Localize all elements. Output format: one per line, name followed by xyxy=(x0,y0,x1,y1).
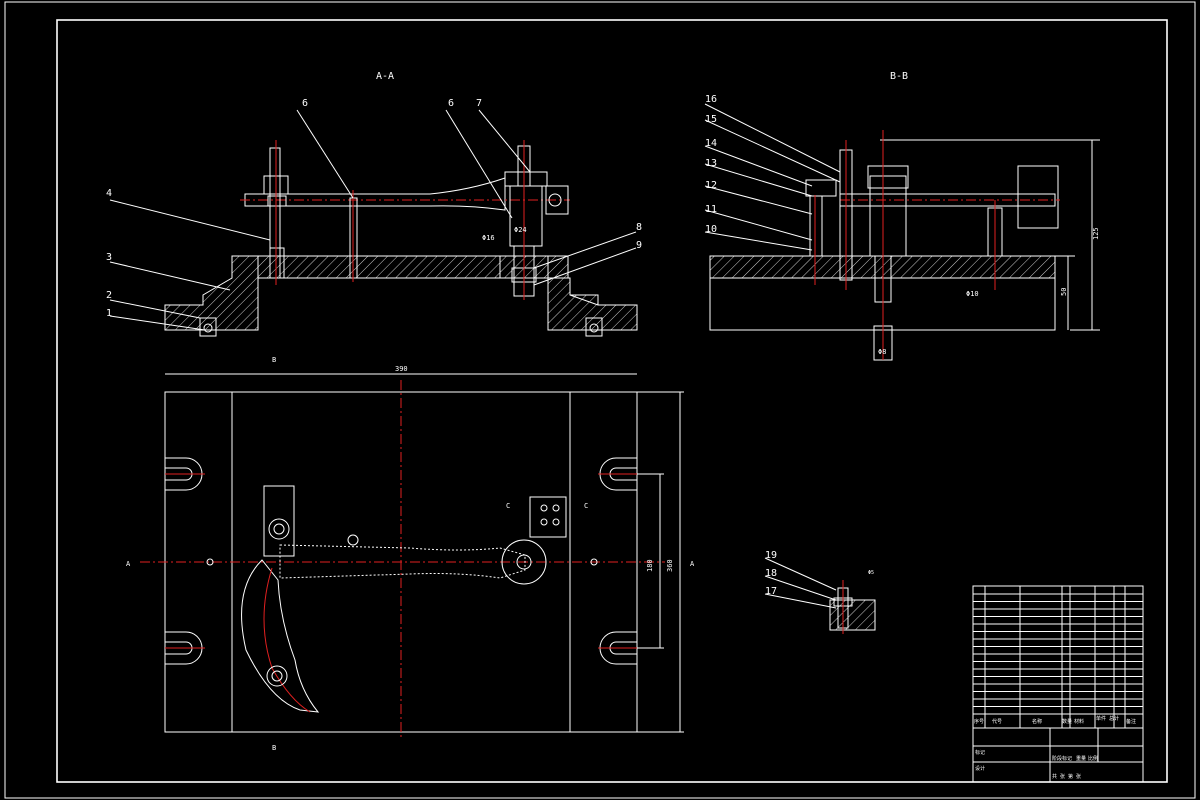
outer-border xyxy=(4,1,1196,799)
view-marker-c-left: C xyxy=(506,502,510,510)
dim-fit-bb1: Φ10 xyxy=(966,290,979,298)
tb-col-no: 序号 xyxy=(974,718,984,725)
dim-fit-bb2: Φ8 xyxy=(878,348,886,356)
section-bb-view: B-B 125 50 Φ10 Φ8 16 15 xyxy=(704,71,1100,361)
tb-row-mark: 标记 xyxy=(975,749,985,756)
callout-3: 3 xyxy=(106,252,112,263)
view-marker-a-right: A xyxy=(690,560,695,568)
dim-fit-aa1: Φ16 xyxy=(482,234,495,242)
callout-11: 11 xyxy=(705,204,717,215)
callout-15: 15 xyxy=(705,114,717,125)
tb-col-name: 名称 xyxy=(1032,718,1042,725)
callout-13: 13 xyxy=(705,158,717,169)
section-aa-view: A-A Φ16 Φ24 xyxy=(106,71,642,337)
view-marker-a-left: A xyxy=(126,560,131,568)
section-bb-title: B-B xyxy=(890,71,908,82)
tb-row-design: 设计 xyxy=(975,765,985,772)
tb-scale: 比例 xyxy=(1088,755,1098,762)
callout-8: 8 xyxy=(636,222,642,233)
title-block: 序号 代号 名称 数量 材料 单件 总计 备注 标记 设计 阶段标记 重量 比例… xyxy=(972,585,1144,783)
view-marker-b-bottom: B xyxy=(272,744,276,752)
dim-fit-aa2: Φ24 xyxy=(514,226,527,234)
view-marker-c-right: C xyxy=(584,502,588,510)
tb-col-mat: 材料 xyxy=(1074,718,1084,725)
callout-14: 14 xyxy=(705,138,717,149)
tb-stage: 阶段标记 xyxy=(1052,755,1072,762)
dim-bb-total: 125 xyxy=(1092,227,1100,240)
callout-6a: 6 xyxy=(302,98,308,109)
detail-view: 19 18 17 Φ5 xyxy=(764,550,876,634)
plan-view: 390 180 360 A A B B C C xyxy=(126,356,695,752)
callout-18: 18 xyxy=(765,568,777,579)
callout-12: 12 xyxy=(705,180,717,191)
tb-col-qty: 数量 xyxy=(1062,718,1072,725)
tb-sheets: 共 张 第 张 xyxy=(1052,773,1081,780)
callout-4: 4 xyxy=(106,188,112,199)
dim-height: 360 xyxy=(666,559,674,572)
callout-7: 7 xyxy=(476,98,482,109)
tb-col-note: 备注 xyxy=(1126,718,1136,725)
dim-width: 390 xyxy=(395,365,408,373)
section-aa-title: A-A xyxy=(376,71,394,82)
tb-weight: 重量 xyxy=(1076,755,1086,762)
callout-9: 9 xyxy=(636,240,642,251)
view-marker-b-top: B xyxy=(272,356,276,364)
callout-1: 1 xyxy=(106,308,112,319)
inner-border xyxy=(56,19,1168,783)
tb-col-mass: 单件 总计 xyxy=(1096,715,1119,722)
callout-2: 2 xyxy=(106,290,112,301)
callout-17: 17 xyxy=(765,586,777,597)
callout-6b: 6 xyxy=(448,98,454,109)
callout-10: 10 xyxy=(705,224,717,235)
tb-col-code: 代号 xyxy=(992,718,1002,725)
dim-fit-detail: Φ5 xyxy=(868,570,874,576)
dim-bb-base: 50 xyxy=(1060,288,1068,296)
callout-16: 16 xyxy=(705,94,717,105)
dim-slot-span: 180 xyxy=(646,559,654,572)
callout-19: 19 xyxy=(765,550,777,561)
